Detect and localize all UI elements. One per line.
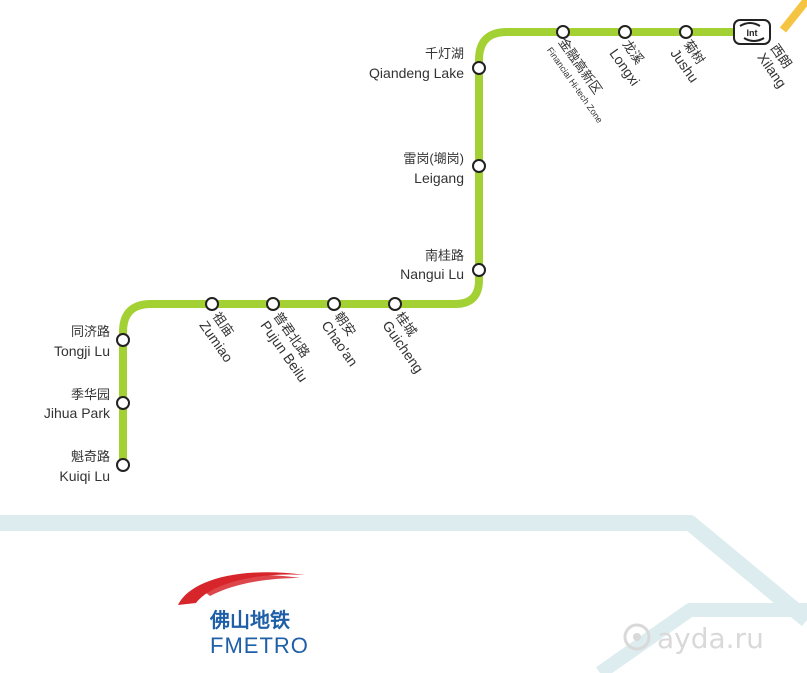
station-marker[interactable] [116,458,130,472]
sun-icon [623,623,651,651]
station-marker[interactable] [388,297,402,311]
svg-text:Jihua Park: Jihua Park [44,405,111,421]
fmetro-logo: 佛山地铁 FMETRO [178,572,309,658]
station-label: 祖庙 Zumiao [196,309,236,365]
station-label: 菊树 Jushu [667,37,707,85]
svg-text:Nangui Lu: Nangui Lu [400,266,464,282]
interchange-icon[interactable]: Int [733,19,771,45]
watermark-text: ayda.ru [657,622,764,655]
station-label: 千灯湖 Qiandeng Lake [369,46,464,81]
station-marker[interactable] [556,25,570,39]
station-marker[interactable] [116,396,130,410]
logo-mark-swoosh-icon [200,575,300,596]
svg-text:Qiandeng Lake: Qiandeng Lake [369,65,464,81]
station-label: 龙溪 Longxi [606,37,646,89]
svg-text:魁奇路: 魁奇路 [71,449,110,464]
station-marker[interactable] [472,263,486,277]
river-band-lower [595,603,807,673]
svg-text:Kuiqi Lu: Kuiqi Lu [59,468,110,484]
logo-chinese-text: 佛山地铁 [209,608,290,632]
svg-text:Leigang: Leigang [414,170,464,186]
svg-text:Tongji Lu: Tongji Lu [54,343,110,359]
station-marker[interactable] [205,297,219,311]
svg-text:季华园: 季华园 [71,387,110,402]
station-label: 朝安 Chao'an [318,309,361,369]
river-band [0,515,807,627]
station-label: 普君北路 Pujun Beilu [257,309,312,385]
station-label: 金融高新区 Financial Hi-tech Zone [545,35,605,125]
svg-text:南桂路: 南桂路 [425,248,464,263]
station-marker[interactable] [679,25,693,39]
station-label: 同济路 Tongji Lu [54,324,110,359]
station-label: 季华园 Jihua Park [44,387,111,421]
station-label: 魁奇路 Kuiqi Lu [59,449,110,484]
station-marker[interactable] [116,333,130,347]
station-marker[interactable] [472,61,486,75]
interchange-label: Int [747,28,758,38]
connecting-line [779,0,807,33]
station-marker[interactable] [327,297,341,311]
svg-text:同济路: 同济路 [71,324,110,339]
svg-text:千灯湖: 千灯湖 [425,46,464,61]
watermark: ayda.ru [623,622,764,655]
line-route [119,28,752,469]
svg-text:雷岗(㙟岗): 雷岗(㙟岗) [403,151,464,166]
logo-english-text: FMETRO [210,633,309,658]
station-label: 雷岗(㙟岗) Leigang [403,151,464,186]
station-label: 西朗 Xilang [754,41,794,91]
station-label: 南桂路 Nangui Lu [400,248,464,282]
station-marker[interactable] [618,25,632,39]
station-markers [116,25,693,472]
station-marker[interactable] [266,297,280,311]
station-marker[interactable] [472,159,486,173]
station-label: 桂城 Guicheng [379,309,426,376]
